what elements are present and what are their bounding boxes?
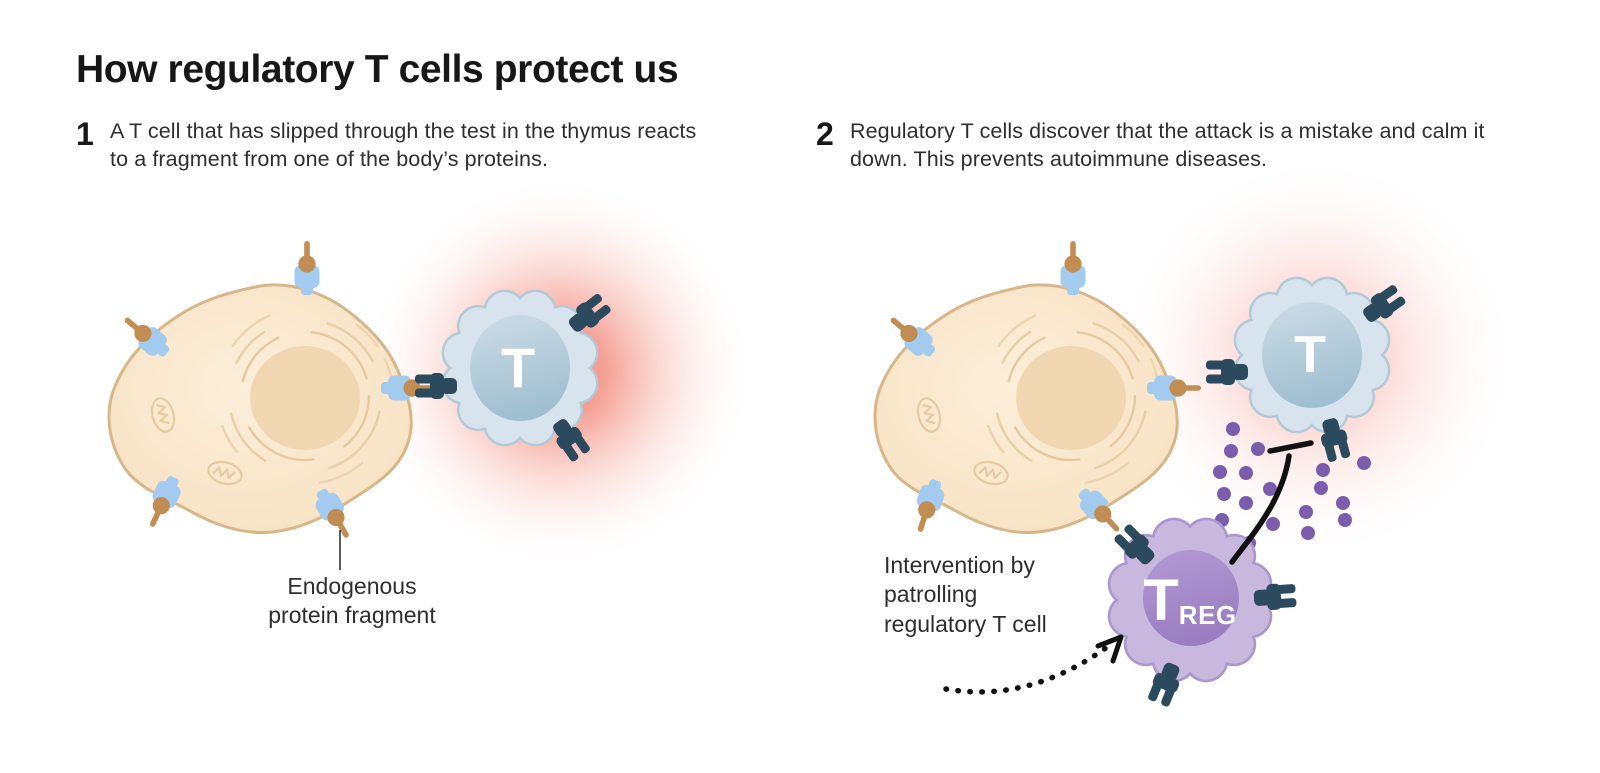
panel-2-illustration <box>873 153 1521 709</box>
step-1-number: 1 <box>76 116 94 152</box>
endogenous-label-line1: Endogenous <box>287 573 417 599</box>
treg-cell <box>1107 517 1273 683</box>
intervention-label-line3: regulatory T cell <box>884 610 1047 637</box>
mhc-receptor <box>1060 241 1086 295</box>
page-title: How regulatory T cells protect us <box>76 48 679 91</box>
t-cell-2 <box>1233 276 1391 434</box>
step-1-text: A T cell that has slipped through the te… <box>110 119 697 171</box>
step-2-number: 2 <box>816 116 834 152</box>
t-cell-1 <box>441 289 599 447</box>
step-2: 2 Regulatory T cells discover that the a… <box>816 116 1506 174</box>
endogenous-label-line2: protein fragment <box>268 602 436 629</box>
intervention-label: Intervention by patrolling regulatory T … <box>884 551 1047 639</box>
nucleus-1 <box>215 306 395 486</box>
nucleus-2 <box>981 306 1161 486</box>
treg-cell-label: T REG <box>1143 572 1236 630</box>
mhc-receptor <box>294 241 320 295</box>
t-cell-label: T <box>500 336 536 399</box>
endogenous-fragment-label: Endogenous protein fragment <box>268 572 435 631</box>
patrol-arrow <box>943 634 1124 695</box>
t-cell-label: T <box>1294 326 1326 384</box>
intervention-label-line1: Intervention by <box>884 552 1035 578</box>
inhibition-arrow <box>1229 440 1314 565</box>
step-2-text: Regulatory T cells discover that the att… <box>850 119 1485 171</box>
treg-main-letter: T <box>1143 568 1179 633</box>
treg-sub-letters: REG <box>1178 600 1237 630</box>
intervention-label-line2: patrolling <box>884 581 978 608</box>
panel-1-illustration <box>107 174 756 570</box>
step-1: 1 A T cell that has slipped through the … <box>76 116 726 174</box>
body-cell-1 <box>107 283 413 534</box>
body-cell-2 <box>873 283 1179 534</box>
